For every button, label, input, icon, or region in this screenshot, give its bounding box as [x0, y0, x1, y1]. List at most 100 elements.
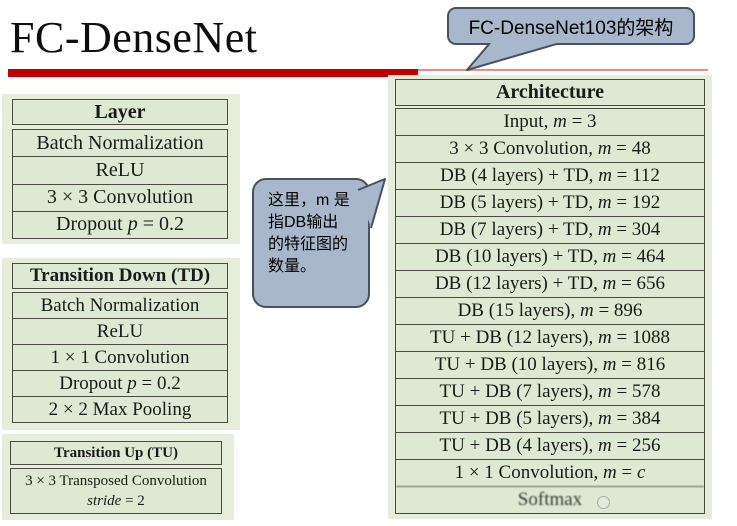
- row-text: TU + DB (7 layers),: [439, 381, 598, 402]
- row-text: DB (4 layers) + TD,: [440, 165, 599, 186]
- row-text: DB (12 layers) + TD,: [434, 273, 603, 294]
- math-var: m: [598, 327, 612, 348]
- row-text: Dropout: [59, 372, 128, 394]
- row-text: = 112: [611, 165, 660, 186]
- row-text: TU + DB (12 layers),: [430, 327, 598, 348]
- row-text: ReLU: [95, 158, 145, 181]
- accent-line: [418, 69, 708, 71]
- row-text: TU + DB (5 layers),: [439, 408, 598, 429]
- math-var: p: [127, 213, 138, 236]
- architecture-body: Input, m = 3 3 × 3 Convolution, m = 48 D…: [395, 108, 705, 514]
- row-text: = 0.2: [136, 372, 181, 394]
- transition-down-body: Batch Normalization ReLU 1 × 1 Convoluti…: [12, 292, 228, 423]
- row-text: TU + DB (10 layers),: [434, 354, 603, 375]
- row-text: Input,: [503, 111, 554, 132]
- table-row: 3 × 3 Convolution, m = 48: [396, 135, 704, 162]
- table-row: Dropout p = 0.2: [13, 210, 227, 238]
- row-text: = 48: [611, 138, 651, 159]
- row-text: DB (5 layers) + TD,: [439, 192, 598, 213]
- callout-middle: 这里，m 是指DB输出的特征图的数量。: [252, 178, 370, 308]
- row-text: = 816: [616, 354, 666, 375]
- math-var: m: [579, 300, 594, 321]
- math-var: m: [602, 354, 617, 375]
- table-row: DB (12 layers) + TD, m = 656: [396, 270, 704, 297]
- row-text: = 304: [611, 219, 661, 240]
- math-var: m: [602, 246, 617, 267]
- table-row: Input, m = 3: [396, 109, 704, 135]
- table-row: 1 × 1 Convolution: [13, 344, 227, 370]
- table-row: TU + DB (10 layers), m = 816: [396, 351, 704, 378]
- layer-table-header: Layer: [12, 99, 228, 125]
- math-var: m: [598, 381, 612, 402]
- row-text: = 464: [616, 246, 666, 267]
- table-row: TU + DB (12 layers), m = 1088: [396, 324, 704, 351]
- row-text: = 3: [566, 111, 597, 132]
- row-text: Dropout: [56, 213, 128, 236]
- row-text: ReLU: [96, 320, 144, 342]
- row-text: = 896: [593, 300, 643, 321]
- architecture-table-panel: Architecture Input, m = 3 3 × 3 Convolut…: [388, 75, 712, 519]
- table-row: 3 × 3 Transposed Convolution stride = 2: [11, 469, 221, 513]
- table-row: 3 × 3 Convolution: [13, 183, 227, 211]
- row-text: 3 × 3 Transposed Convolution: [25, 473, 207, 489]
- table-row: TU + DB (4 layers), m = 256: [396, 432, 704, 459]
- transition-up-body: 3 × 3 Transposed Convolution stride = 2: [10, 468, 222, 514]
- table-row: DB (5 layers) + TD, m = 192: [396, 189, 704, 216]
- table-row: Softmax: [396, 486, 704, 513]
- layer-table-body: Batch Normalization ReLU 3 × 3 Convoluti…: [12, 129, 228, 239]
- transition-down-header: Transition Down (TD): [12, 263, 228, 289]
- callout-middle-text: 这里，m 是指DB输出的特征图的数量。: [268, 192, 350, 275]
- row-text: = 384: [611, 408, 661, 429]
- row-text: = 192: [611, 192, 661, 213]
- row-text: = 256: [611, 435, 661, 456]
- math-var: m: [597, 192, 612, 213]
- math-var: c: [637, 462, 646, 483]
- table-row: DB (7 layers) + TD, m = 304: [396, 216, 704, 243]
- table-row: 1 × 1 Convolution, m = c: [396, 459, 704, 486]
- math-var: m: [603, 462, 617, 483]
- callout-top-text: FC-DenseNet103的架构: [468, 17, 674, 39]
- row-text: = 578: [611, 381, 661, 402]
- slide-title: FC-DenseNet: [10, 13, 258, 62]
- callout-middle-tail-icon: [357, 178, 386, 229]
- transition-up-table-panel: Transition Up (TU) 3 × 3 Transposed Conv…: [2, 434, 234, 520]
- row-text: DB (7 layers) + TD,: [439, 219, 598, 240]
- row-text: 1 × 1 Convolution,: [454, 462, 604, 483]
- row-text: 2 × 2 Max Pooling: [48, 398, 192, 420]
- row-text: Batch Normalization: [40, 294, 200, 316]
- table-row: DB (15 layers), m = 896: [396, 297, 704, 324]
- row-text: Batch Normalization: [36, 131, 204, 154]
- math-var: m: [598, 165, 612, 186]
- table-row: Batch Normalization: [13, 130, 227, 156]
- row-text: 3 × 3 Convolution,: [449, 138, 598, 159]
- math-var: stride: [87, 493, 122, 509]
- table-row: DB (4 layers) + TD, m = 112: [396, 162, 704, 189]
- table-row: ReLU: [13, 156, 227, 183]
- table-row: DB (10 layers) + TD, m = 464: [396, 243, 704, 270]
- math-var: m: [598, 435, 612, 456]
- table-row: 2 × 2 Max Pooling: [13, 396, 227, 422]
- row-text: DB (15 layers),: [457, 300, 580, 321]
- math-var: m: [602, 273, 617, 294]
- math-var: m: [597, 219, 612, 240]
- row-text: DB (10 layers) + TD,: [434, 246, 603, 267]
- row-text: = 1088: [611, 327, 670, 348]
- math-var: p: [127, 372, 137, 394]
- row-text: = 656: [616, 273, 666, 294]
- row-text: =: [616, 462, 637, 483]
- math-var: m: [553, 111, 567, 132]
- table-row: ReLU: [13, 318, 227, 344]
- transition-down-table-panel: Transition Down (TD) Batch Normalization…: [2, 258, 240, 430]
- watermark-dot: [597, 496, 610, 509]
- architecture-header: Architecture: [395, 79, 705, 106]
- table-row: TU + DB (7 layers), m = 578: [396, 378, 704, 405]
- row-text: = 0.2: [137, 213, 184, 236]
- table-row: Dropout p = 0.2: [13, 370, 227, 396]
- row-text: 3 × 3 Convolution: [46, 186, 194, 209]
- math-var: m: [597, 138, 612, 159]
- row-text: = 2: [121, 493, 145, 509]
- row-text: 1 × 1 Convolution: [50, 346, 190, 368]
- transition-up-header: Transition Up (TU): [10, 441, 222, 465]
- table-row: Batch Normalization: [13, 293, 227, 318]
